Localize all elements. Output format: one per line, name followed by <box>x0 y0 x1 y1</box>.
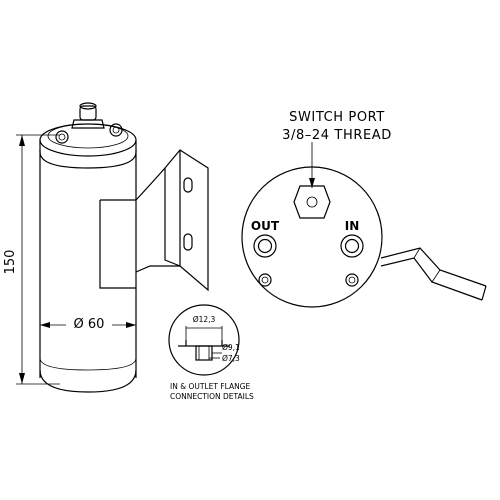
diameter-label: Ø 60 <box>74 317 105 332</box>
mounting-bracket <box>99 149 209 292</box>
height-label: 150 <box>3 250 18 275</box>
flange-outer-diameter: Ø12,3 <box>193 315 216 324</box>
height-dimension: 150 <box>3 134 60 385</box>
flange-inner-diameter: Ø7,3 <box>222 354 240 363</box>
diameter-dimension: Ø 60 <box>40 314 136 332</box>
in-port-label: IN <box>345 219 360 233</box>
flange-mid-diameter: Ø9,1 <box>222 343 240 352</box>
switch-port-label: SWITCH PORT <box>289 110 385 125</box>
flange-detail: Ø12,3 Ø9,1 Ø7,3 <box>168 304 240 376</box>
out-port-label: OUT <box>251 219 280 233</box>
top-view <box>241 142 487 308</box>
switch-port-thread-label: 3/8–24 THREAD <box>282 128 392 143</box>
switch-port-hex <box>293 185 331 219</box>
flange-caption-line2: CONNECTION DETAILS <box>170 392 254 401</box>
in-port <box>340 234 364 258</box>
flange-caption-line1: IN & OUTLET FLANGE <box>170 382 251 391</box>
out-port <box>253 234 277 258</box>
drier-cylinder <box>39 102 137 393</box>
